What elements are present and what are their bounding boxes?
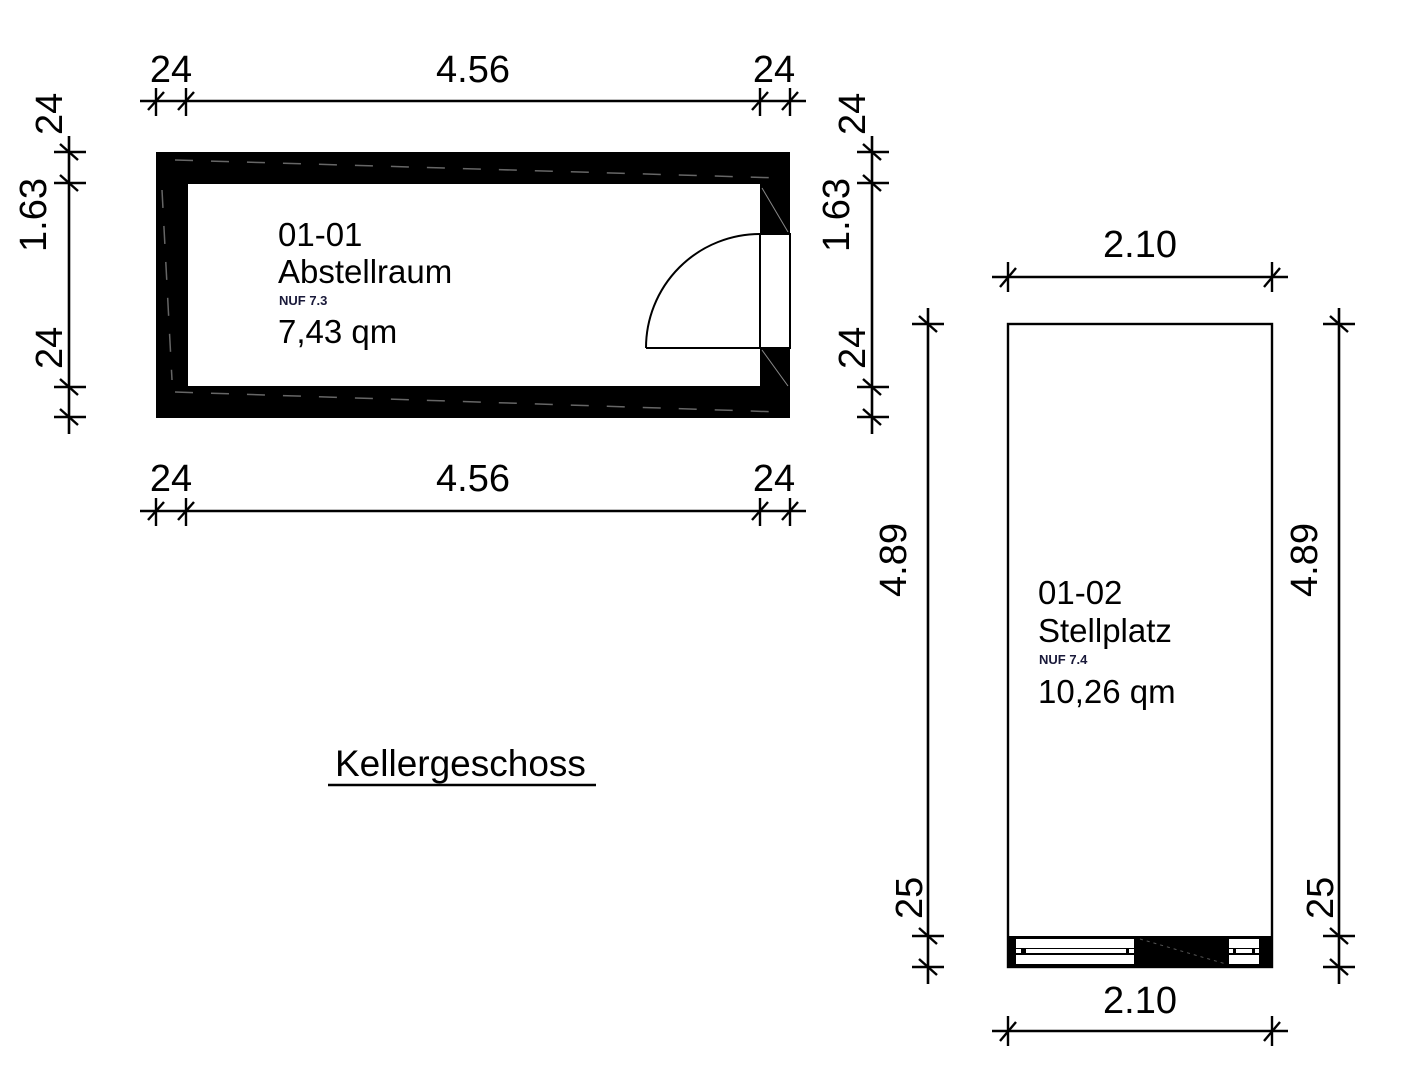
room-abstellraum: 01-01 Abstellraum NUF 7.3 7,43 qm bbox=[156, 152, 791, 418]
dimension-label: 2.10 bbox=[1103, 224, 1177, 266]
floor-title: Kellergeschoss bbox=[335, 743, 586, 784]
dimension-room2-left: 4.89 25 bbox=[873, 308, 944, 984]
dimension-ticks bbox=[147, 498, 799, 526]
dimension-label: 4.56 bbox=[436, 49, 510, 91]
dimension-label: 24 bbox=[753, 49, 795, 91]
wall-hatch bbox=[761, 187, 789, 233]
dimension-room2-bottom: 2.10 bbox=[992, 980, 1288, 1046]
dimension-label: 1.63 bbox=[816, 178, 858, 252]
wall-right-lower bbox=[760, 348, 790, 418]
dimension-ticks bbox=[54, 143, 86, 426]
dimension-room2-right: 4.89 25 bbox=[1284, 308, 1355, 984]
dimension-room1-right: 24 1.63 24 bbox=[816, 93, 889, 434]
drawing-title: Kellergeschoss bbox=[328, 743, 596, 787]
dimension-ticks bbox=[999, 1016, 1281, 1046]
garage-door bbox=[1008, 936, 1272, 967]
dimension-room1-top: 24 4.56 24 bbox=[140, 49, 806, 116]
dimension-room1-left: 24 1.63 24 bbox=[13, 93, 86, 434]
room-category: NUF 7.3 bbox=[279, 293, 327, 308]
room-area: 7,43 qm bbox=[278, 313, 397, 350]
dimension-label: 25 bbox=[1300, 877, 1342, 919]
dimension-ticks bbox=[1323, 315, 1355, 976]
room-name: Stellplatz bbox=[1038, 612, 1172, 649]
dimension-ticks bbox=[912, 315, 944, 976]
room-id: 01-02 bbox=[1038, 574, 1122, 611]
wall-top bbox=[156, 152, 790, 184]
dimension-room2-top: 2.10 bbox=[992, 224, 1288, 292]
room-category: NUF 7.4 bbox=[1039, 652, 1088, 667]
dimension-label: 1.63 bbox=[13, 178, 55, 252]
dimension-label: 24 bbox=[150, 49, 192, 91]
dimension-label: 24 bbox=[29, 327, 71, 369]
dimension-label: 4.56 bbox=[436, 458, 510, 500]
door-swing-arc bbox=[645, 233, 761, 349]
dimension-label: 24 bbox=[832, 93, 874, 135]
dimension-label: 2.10 bbox=[1103, 980, 1177, 1022]
room-stellplatz: 01-02 Stellplatz NUF 7.4 10,26 qm bbox=[1006, 322, 1274, 969]
dimension-label: 24 bbox=[753, 458, 795, 500]
dimension-label: 25 bbox=[889, 877, 931, 919]
dimension-label: 24 bbox=[150, 458, 192, 500]
room-area: 10,26 qm bbox=[1038, 673, 1176, 710]
wall-hatch bbox=[761, 349, 789, 387]
wall-hatch bbox=[161, 189, 173, 381]
wall-hatch bbox=[174, 159, 781, 179]
dimension-room1-bottom: 24 4.56 24 bbox=[140, 458, 806, 526]
room-outline bbox=[1006, 322, 1274, 969]
dimension-label: 4.89 bbox=[1284, 523, 1326, 597]
room-id: 01-01 bbox=[278, 216, 362, 253]
dimension-label: 24 bbox=[29, 93, 71, 135]
dimension-ticks bbox=[999, 262, 1281, 292]
dimension-ticks bbox=[147, 88, 799, 116]
dimension-label: 4.89 bbox=[873, 523, 915, 597]
dimension-ticks bbox=[857, 143, 889, 426]
door-frame bbox=[759, 233, 791, 349]
wall-hatch bbox=[174, 391, 781, 413]
room-name: Abstellraum bbox=[278, 253, 452, 290]
dimension-label: 24 bbox=[832, 327, 874, 369]
